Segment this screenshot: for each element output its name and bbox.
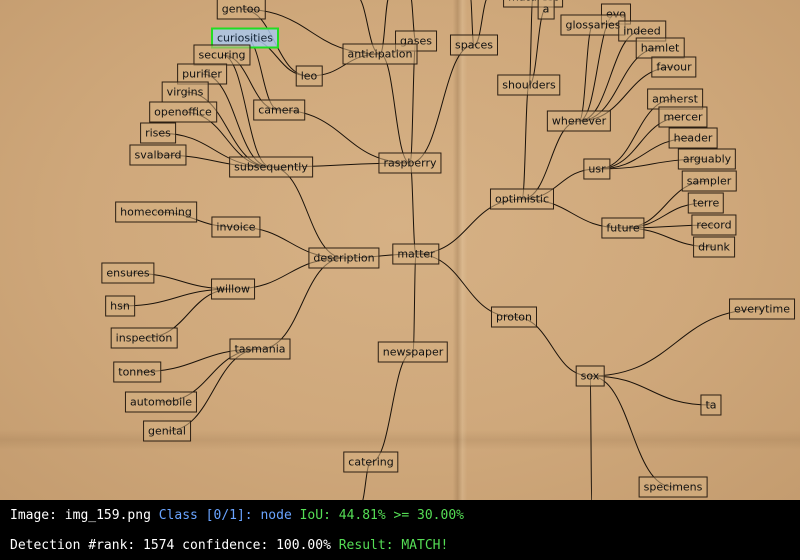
node-maturest: maturest	[503, 0, 563, 8]
node-matter: matter	[392, 243, 440, 265]
node-everytime: everytime	[729, 298, 795, 320]
node-shoulders: shoulders	[497, 74, 561, 96]
node-glossaries: glossaries	[560, 14, 626, 36]
edge-raspberry-spaces	[409, 44, 475, 164]
node-usr: usr	[583, 158, 611, 180]
node-purifier: purifier	[177, 63, 227, 85]
edge-matter-raspberry	[409, 162, 417, 255]
node-anticipation: anticipation	[342, 43, 418, 65]
node-invoice: invoice	[211, 216, 261, 238]
node-sox: sox	[575, 365, 605, 387]
node-hamlet: hamlet	[635, 37, 685, 59]
edge-tasmania-genital	[166, 348, 261, 432]
node-hsn: hsn	[105, 295, 135, 317]
node-virgins: virgins	[161, 81, 209, 103]
edge-newspaper-catering	[370, 351, 414, 463]
status-bar: Image: img_159.png Class [0/1]: node IoU…	[0, 500, 800, 560]
node-securing: securing	[193, 44, 251, 66]
node-willow: willow	[211, 278, 255, 300]
iou-text: IoU: 44.81% >= 30.00%	[299, 508, 464, 523]
status-line-image: Image: img_159.png Class [0/1]: node IoU…	[10, 508, 464, 523]
node-ensures: ensures	[101, 262, 155, 284]
node-drunk: drunk	[693, 236, 735, 258]
node-svalbard: svalbard	[129, 144, 187, 166]
node-specimens: specimens	[638, 476, 708, 498]
node-header: header	[668, 127, 718, 149]
node-automobile: automobile	[124, 391, 198, 413]
node-catering: catering	[343, 451, 399, 473]
node-proton: proton	[490, 306, 538, 328]
node-mercer: mercer	[658, 106, 708, 128]
node-openoffice: openoffice	[149, 101, 217, 123]
edge-matter-newspaper	[412, 253, 417, 353]
image-name: img_159.png	[64, 508, 151, 523]
node-a: a	[537, 0, 555, 20]
node-record: record	[691, 214, 737, 236]
node-camera: camera	[253, 99, 305, 121]
node-genital: genital	[143, 420, 191, 442]
node-future: future	[601, 217, 645, 239]
edge-sox-offscreen	[589, 375, 593, 500]
node-terre: terre	[687, 192, 725, 214]
node-tonnes: tonnes	[113, 361, 161, 383]
node-arguably: arguably	[677, 148, 737, 170]
node-rises: rises	[140, 122, 176, 144]
node-tasmania: tasmania	[229, 338, 291, 360]
result-text: Result: MATCH!	[338, 538, 449, 553]
node-description: description	[308, 247, 380, 269]
edge-raspberry-anticipation	[379, 53, 411, 164]
node-whenever: whenever	[546, 110, 612, 132]
edge-description-subsequently	[270, 166, 345, 259]
detection-text: Detection #rank: 1574 confidence: 100.00…	[10, 538, 331, 553]
node-homecoming: homecoming	[115, 201, 197, 223]
node-ta: ta	[700, 394, 722, 416]
node-optimistic: optimistic	[489, 188, 555, 210]
node-spaces: spaces	[449, 34, 499, 56]
edge-optimistic-whenever	[521, 120, 580, 200]
node-subsequently: subsequently	[229, 156, 313, 178]
edge-description-tasmania	[259, 257, 345, 350]
node-newspaper: newspaper	[377, 341, 449, 363]
node-sampler: sampler	[681, 170, 737, 192]
image-label: Image:	[10, 508, 57, 523]
node-raspberry: raspberry	[378, 152, 442, 174]
edge-optimistic-shoulders	[521, 84, 530, 200]
node-leo: leo	[295, 65, 323, 87]
diagram-canvas: gentoomaturestaevoglossariesindeedhamlet…	[0, 0, 800, 500]
edge-sox-specimens	[589, 375, 674, 488]
node-inspection: inspection	[110, 327, 178, 349]
edge-whenever-glossaries	[578, 24, 594, 122]
node-favour: favour	[651, 56, 697, 78]
edge-shoulders-maturest	[528, 0, 533, 86]
class-text: Class [0/1]: node	[158, 508, 292, 523]
node-amherst: amherst	[647, 88, 703, 110]
node-gentoo: gentoo	[216, 0, 266, 20]
node-indeed: indeed	[618, 20, 666, 42]
status-line-detection: Detection #rank: 1574 confidence: 100.00…	[10, 538, 448, 553]
edge-sox-ta	[589, 375, 712, 406]
node-curiosities: curiosities	[211, 27, 279, 49]
